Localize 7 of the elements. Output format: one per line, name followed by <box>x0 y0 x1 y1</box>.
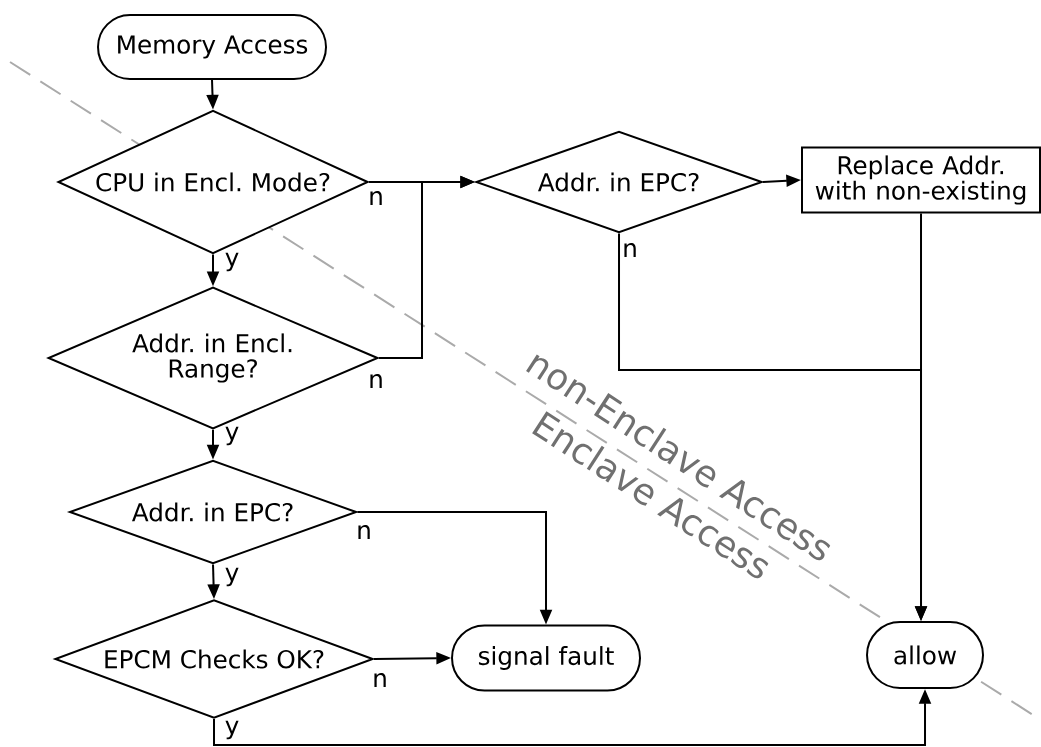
process-box: Replace Addr. with non-existing <box>801 146 1041 214</box>
edge-label: n <box>620 241 640 259</box>
terminal-box: signal fault <box>451 624 641 692</box>
edge-label: y <box>223 566 241 588</box>
terminal-box: Memory Access <box>97 14 327 80</box>
edge-label: y <box>223 719 241 741</box>
terminal-box: allow <box>866 621 984 689</box>
